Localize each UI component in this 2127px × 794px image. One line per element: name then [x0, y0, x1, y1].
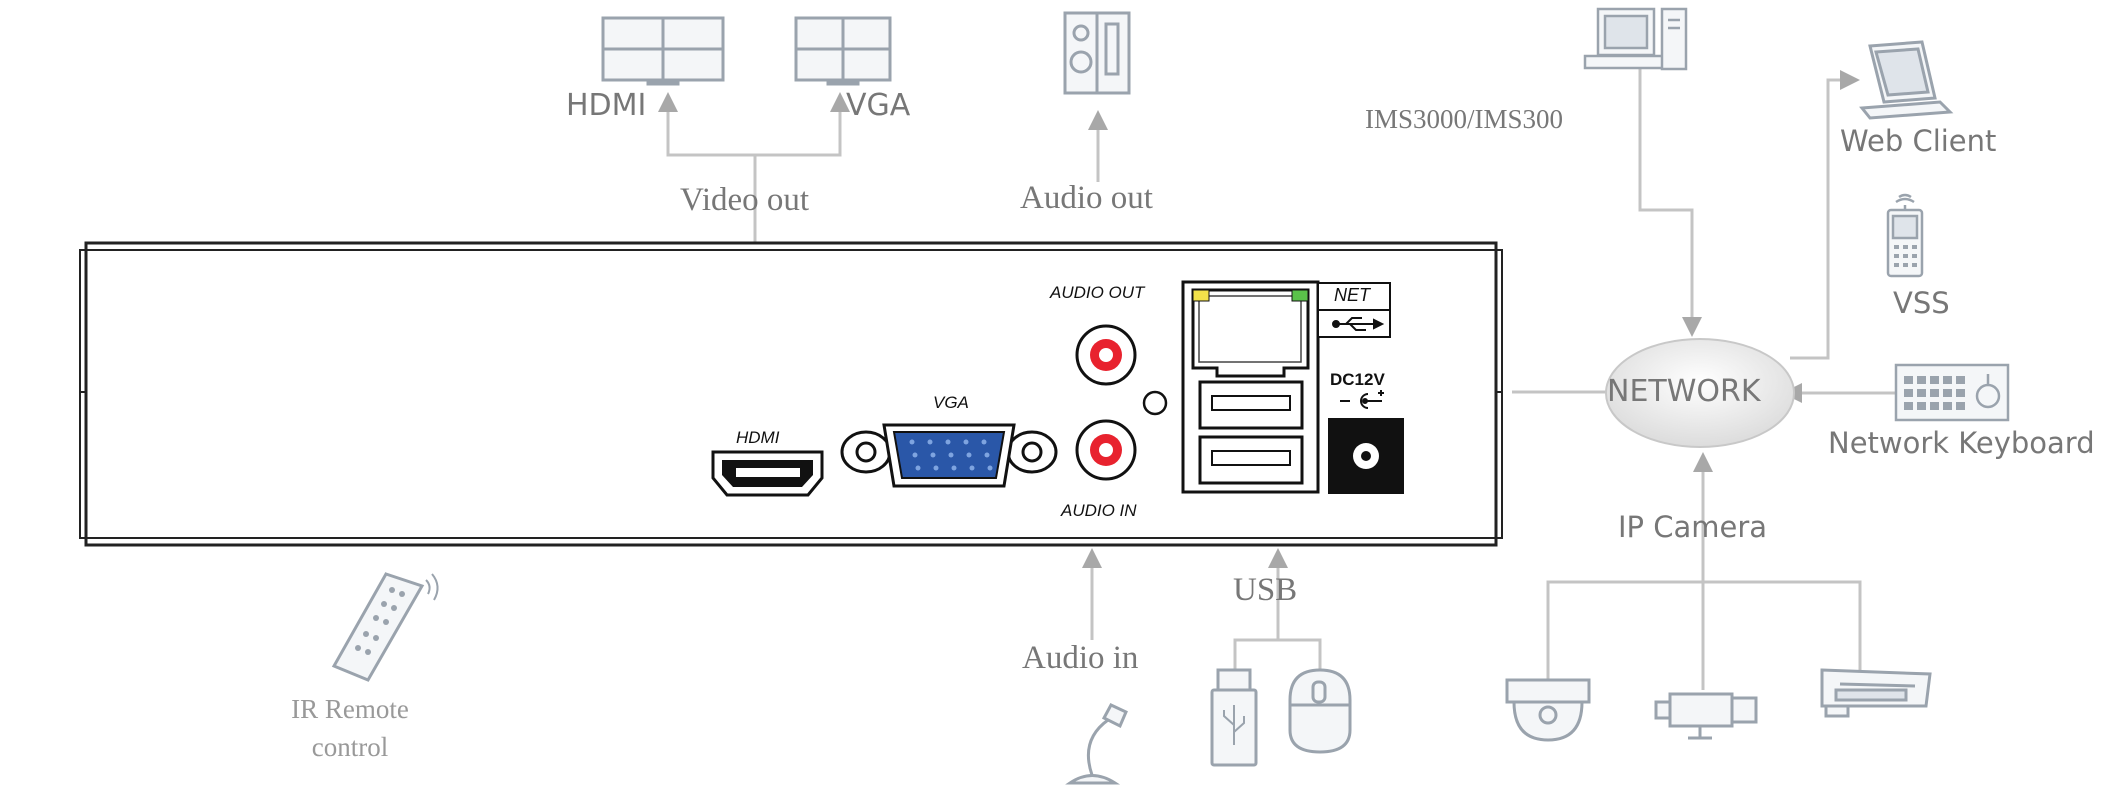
ir-remote-label-line1: IR Remote — [291, 694, 409, 724]
vga-out-arrow — [830, 92, 850, 112]
panel-hdmi-label: HDMI — [736, 428, 780, 447]
usb-arrow — [1268, 548, 1288, 568]
audio-in-jack — [1075, 419, 1137, 481]
network-label: NETWORK — [1607, 374, 1761, 409]
hdmi-out-arrow — [658, 92, 678, 112]
network-keyboard-icon — [1894, 363, 2010, 422]
vga-out-label: VGA — [846, 88, 911, 123]
panel-vga-label: VGA — [933, 393, 969, 412]
dc-power-jack — [1328, 418, 1404, 494]
audio-in-line — [1082, 548, 1102, 640]
audio-out-label: Audio out — [1020, 180, 1153, 216]
panel-audio-out-label: AUDIO OUT — [1050, 283, 1145, 302]
usb-lines — [1233, 565, 1322, 670]
ir-remote-icon — [331, 572, 439, 682]
hdmi-monitor-icon — [601, 16, 725, 86]
speaker-icon — [1063, 11, 1131, 95]
panel-net-label: NET — [1334, 285, 1370, 305]
video-out-label: Video out — [680, 182, 810, 218]
audio-out-jack — [1075, 324, 1137, 386]
network-keyboard-label: Network Keyboard — [1828, 426, 2095, 460]
net-usb-label-box — [1317, 282, 1391, 338]
vss-phone-icon — [1886, 193, 1924, 278]
nvr-rear-panel — [79, 241, 1503, 547]
usb-symbol-icon — [1332, 317, 1385, 331]
ims-to-network-arrow — [1682, 317, 1702, 337]
web-client-laptop-icon — [1859, 40, 1954, 120]
vss-label: VSS — [1893, 286, 1950, 320]
hdmi-out-label: HDMI — [566, 88, 647, 123]
dc-polarity-icon — [1340, 390, 1384, 409]
network-lines — [1512, 68, 1895, 690]
vga-port — [840, 423, 1058, 488]
ims-computer-icon — [1583, 7, 1688, 71]
dome-camera-icon — [1505, 678, 1591, 742]
panel-dc-label: DC12V — [1330, 370, 1385, 389]
camera-to-network-arrow — [1693, 452, 1713, 472]
microphone-icon — [1065, 703, 1128, 785]
usb-port-upper — [1198, 380, 1304, 430]
audio-out-line — [1088, 110, 1108, 182]
hdmi-port — [711, 450, 824, 497]
usb-port-lower — [1198, 435, 1304, 485]
usb-mouse-icon — [1288, 668, 1352, 754]
box-camera-icon — [1654, 692, 1758, 740]
ip-camera-label: IP Camera — [1618, 510, 1768, 544]
network-hub — [1605, 338, 1795, 448]
video-out-connector-lines — [666, 108, 842, 243]
bullet-camera-icon — [1820, 668, 1932, 718]
ir-remote-label-line2: control — [311, 732, 389, 762]
network-to-web-arrow — [1840, 70, 1860, 90]
audio-in-label: Audio in — [1022, 640, 1139, 676]
ir-remote-label: IR Remote control — [290, 690, 410, 766]
ground-screw — [1142, 390, 1168, 416]
usb-label: USB — [1233, 572, 1298, 608]
web-client-label: Web Client — [1840, 124, 1997, 158]
vga-monitor-icon — [794, 16, 892, 86]
panel-audio-in-label: AUDIO IN — [1061, 501, 1137, 520]
usb-stick-icon — [1210, 668, 1258, 767]
ims-label: IMS3000/IMS300 — [1365, 104, 1564, 134]
